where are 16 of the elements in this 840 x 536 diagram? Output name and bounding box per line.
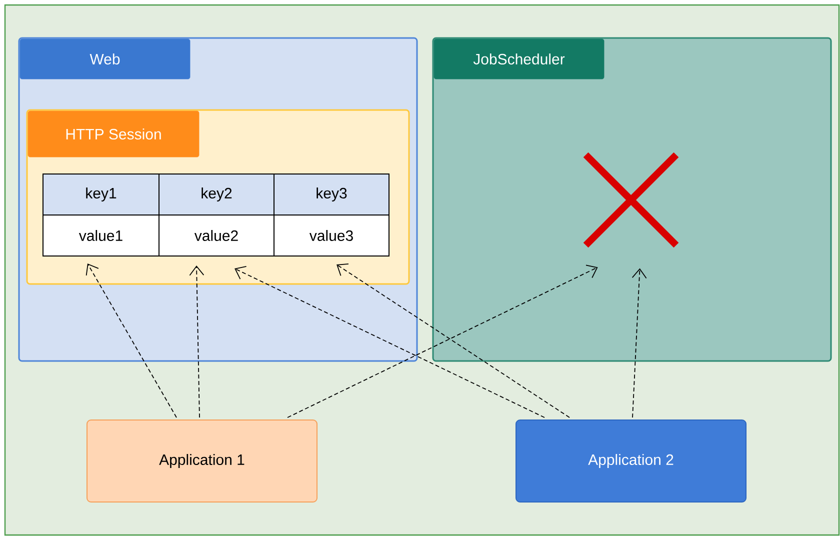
table-cell: value2 [158,214,274,256]
cross-mark [582,151,680,249]
table-cell: value1 [42,214,160,256]
arrow [234,266,545,418]
arrow [189,266,204,418]
table-cell: key2 [158,174,274,216]
arrow [336,264,570,418]
arrow [287,264,598,418]
table-cell: value3 [274,214,390,256]
arrow [632,268,647,418]
arrow [86,264,177,418]
table-cell: key3 [274,174,390,216]
container-box: JobScheduler [432,37,832,362]
table-cell: key1 [42,174,160,216]
application-box: Application 1 [86,420,318,502]
application-box: Application 2 [516,420,746,502]
